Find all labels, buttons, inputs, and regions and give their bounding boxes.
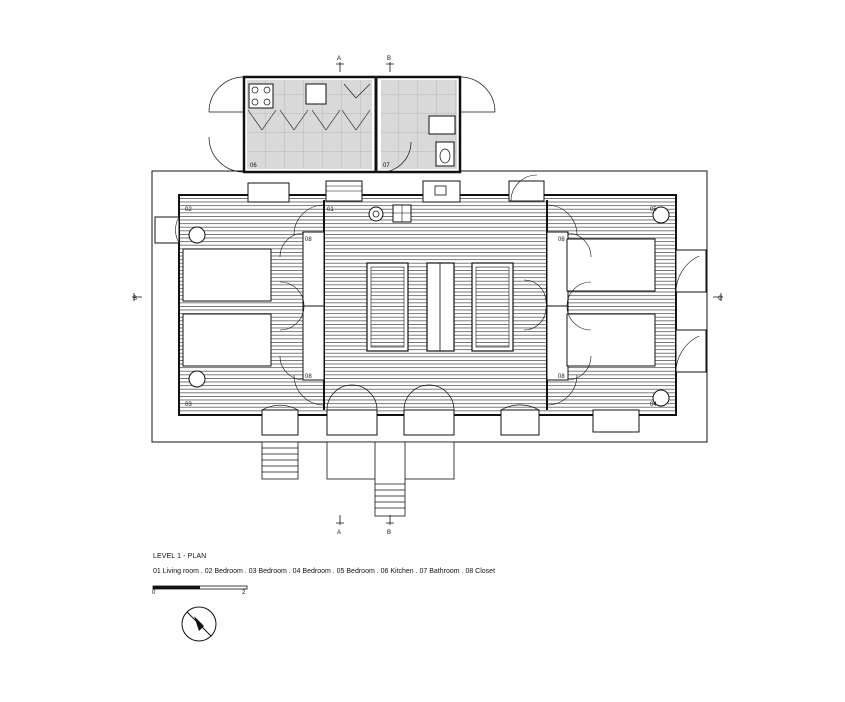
living-panel-2 bbox=[426, 262, 455, 352]
bed-04 bbox=[566, 313, 656, 367]
room-tag-08-d: 08 bbox=[558, 374, 565, 380]
stove-icon bbox=[368, 206, 384, 222]
section-mark-bottom-b: B bbox=[387, 530, 391, 536]
scale-bar bbox=[152, 585, 248, 590]
north-bench bbox=[247, 182, 290, 203]
bed-02 bbox=[182, 248, 272, 302]
door-swings bbox=[279, 204, 592, 406]
section-mark-top-a: A bbox=[337, 56, 341, 62]
room-tag-02: 02 bbox=[185, 207, 192, 213]
room-tag-07: 07 bbox=[383, 163, 390, 169]
section-mark-left: B bbox=[133, 296, 137, 302]
post-sw bbox=[188, 370, 206, 388]
north-arrow-icon bbox=[181, 606, 217, 642]
annex-door-swings bbox=[208, 76, 496, 173]
scale-end-label: 2 bbox=[242, 590, 246, 596]
kitchen-sink-icon bbox=[305, 83, 327, 105]
bathtub-icon bbox=[428, 115, 456, 135]
bed-05 bbox=[566, 238, 656, 292]
room-tag-04: 04 bbox=[650, 402, 657, 408]
scale-start-label: 0 bbox=[152, 590, 156, 596]
north-door-right bbox=[508, 180, 545, 202]
section-mark-right: C bbox=[718, 296, 723, 302]
post-nw bbox=[188, 226, 206, 244]
south-bench bbox=[592, 409, 640, 433]
plan-title: LEVEL 1 - PLAN bbox=[153, 553, 207, 560]
room-tag-03: 03 bbox=[185, 402, 192, 408]
post-se bbox=[652, 389, 670, 407]
east-doors bbox=[675, 249, 707, 373]
toilet-icon bbox=[435, 141, 455, 167]
steps-center bbox=[374, 441, 406, 517]
post-ne bbox=[652, 206, 670, 224]
room-tag-08-a: 08 bbox=[305, 237, 312, 243]
cooktop-icon bbox=[248, 83, 274, 109]
west-door bbox=[154, 216, 180, 244]
steps-left bbox=[261, 441, 299, 480]
section-mark-top-b: B bbox=[387, 56, 391, 62]
room-tag-08-c: 08 bbox=[558, 237, 565, 243]
section-markers bbox=[132, 62, 723, 525]
room-tag-01: 01 bbox=[327, 207, 334, 213]
section-mark-bottom-a: A bbox=[337, 530, 341, 536]
room-tag-08-b: 08 bbox=[305, 374, 312, 380]
south-doors bbox=[261, 409, 540, 436]
room-legend: 01 Living room . 02 Bedroom . 03 Bedroom… bbox=[153, 568, 496, 575]
room-tag-05: 05 bbox=[650, 207, 657, 213]
bed-03 bbox=[182, 313, 272, 367]
north-sink bbox=[422, 180, 461, 203]
room-tag-06: 06 bbox=[250, 163, 257, 169]
